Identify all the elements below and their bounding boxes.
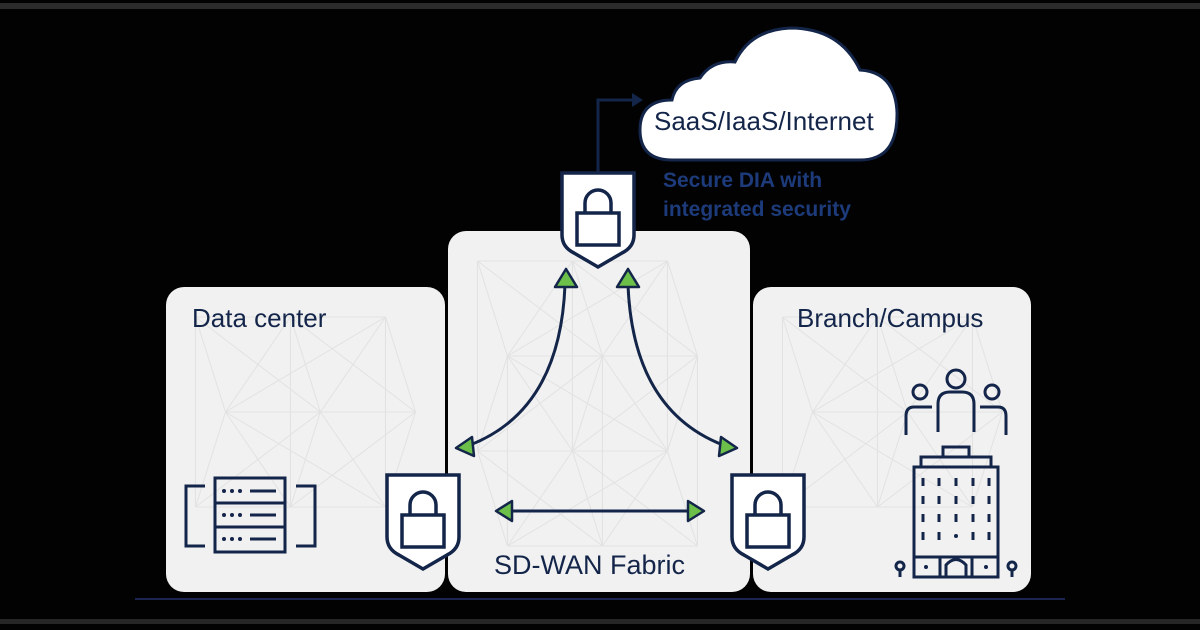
security-shield-lock-icon-right bbox=[730, 473, 806, 571]
pattern-line bbox=[320, 316, 386, 413]
pattern-line bbox=[781, 316, 813, 413]
pattern-line bbox=[971, 411, 1003, 508]
dia-connector bbox=[596, 93, 643, 172]
panel-pattern bbox=[476, 260, 698, 547]
ground-line bbox=[135, 598, 1065, 600]
people-group-icon bbox=[904, 368, 1008, 435]
pattern-line bbox=[476, 355, 508, 452]
pattern-line bbox=[876, 316, 908, 413]
pattern-line bbox=[477, 355, 603, 452]
pattern-line bbox=[666, 355, 698, 452]
pattern-line bbox=[571, 450, 603, 547]
pattern-line bbox=[384, 316, 416, 413]
office-building-icon bbox=[894, 445, 1018, 579]
security-shield-lock-icon-top bbox=[560, 171, 636, 269]
pattern-line bbox=[571, 355, 603, 452]
pattern-line bbox=[289, 411, 321, 508]
server-rack-icon bbox=[184, 476, 317, 554]
bidirectional-arrow-icon-horizontal bbox=[494, 499, 706, 523]
pattern-line bbox=[877, 411, 1003, 508]
bidirectional-arrow-icon-right bbox=[615, 267, 739, 458]
pattern-line bbox=[476, 260, 508, 357]
pattern-line bbox=[194, 411, 226, 508]
pattern-line bbox=[290, 411, 416, 508]
pattern-line bbox=[666, 260, 698, 357]
pattern-line bbox=[602, 450, 668, 547]
pattern-line bbox=[507, 450, 573, 547]
pattern-line bbox=[476, 450, 508, 547]
dia-caption-line1: Secure DIA with bbox=[663, 169, 823, 192]
pattern-line bbox=[666, 450, 698, 547]
pattern-line bbox=[194, 316, 226, 413]
pattern-line bbox=[289, 316, 321, 413]
cloud-icon bbox=[638, 26, 899, 162]
dia-caption-line2: integrated security bbox=[663, 198, 851, 221]
branch-campus-label: Branch/Campus bbox=[797, 303, 984, 333]
top-border bbox=[0, 3, 1200, 9]
pattern-line bbox=[572, 355, 698, 452]
security-shield-lock-icon-left bbox=[385, 473, 461, 571]
bottom-border bbox=[0, 619, 1200, 624]
pattern-line bbox=[876, 411, 908, 508]
branch-panel bbox=[753, 287, 1031, 592]
sd-wan-fabric-label: SD-WAN Fabric bbox=[494, 550, 686, 580]
fabric-panel bbox=[448, 231, 750, 592]
pattern-line bbox=[225, 316, 291, 413]
pattern-line bbox=[602, 260, 668, 357]
data-center-label: Data center bbox=[192, 303, 327, 333]
bidirectional-arrow-icon-left bbox=[454, 267, 579, 458]
cloud-label: SaaS/IaaS/Internet bbox=[654, 106, 874, 136]
pattern-line bbox=[571, 260, 603, 357]
pattern-line bbox=[812, 316, 878, 413]
pattern-line bbox=[907, 316, 973, 413]
